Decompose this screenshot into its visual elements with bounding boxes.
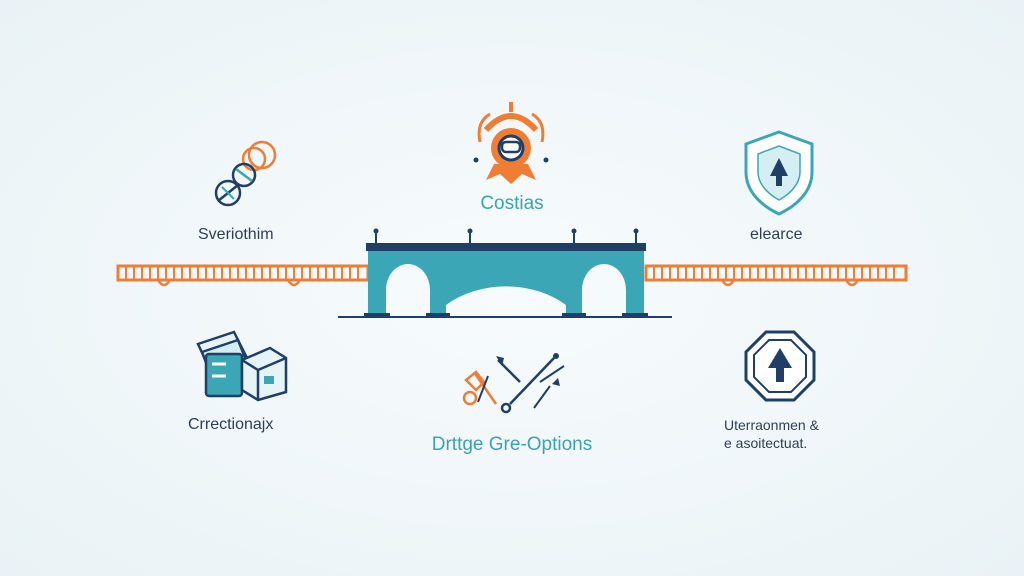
shield-badge-icon bbox=[473, 102, 549, 184]
bridge-span bbox=[338, 228, 672, 318]
tools-icon bbox=[462, 353, 565, 414]
left-rail bbox=[116, 264, 370, 287]
documents-box-icon bbox=[196, 330, 288, 402]
bottom-left-label: Crrectionajx bbox=[188, 416, 274, 433]
shield-arrow-icon bbox=[744, 130, 814, 216]
right-rail bbox=[644, 264, 908, 287]
top-center-label: Costias bbox=[480, 193, 544, 214]
top-right-label: elearce bbox=[750, 226, 803, 243]
bottom-center-label: Drttge Gre-Options bbox=[431, 434, 593, 455]
octagon-arrow-icon bbox=[744, 330, 816, 402]
bottom-right-label-line1: Uterraonmen & bbox=[724, 417, 819, 433]
bottom-right-label-line2: e asoitectuat. bbox=[724, 435, 808, 451]
top-left-label: Sveriothim bbox=[198, 226, 274, 243]
linked-rings-icon bbox=[214, 140, 277, 207]
